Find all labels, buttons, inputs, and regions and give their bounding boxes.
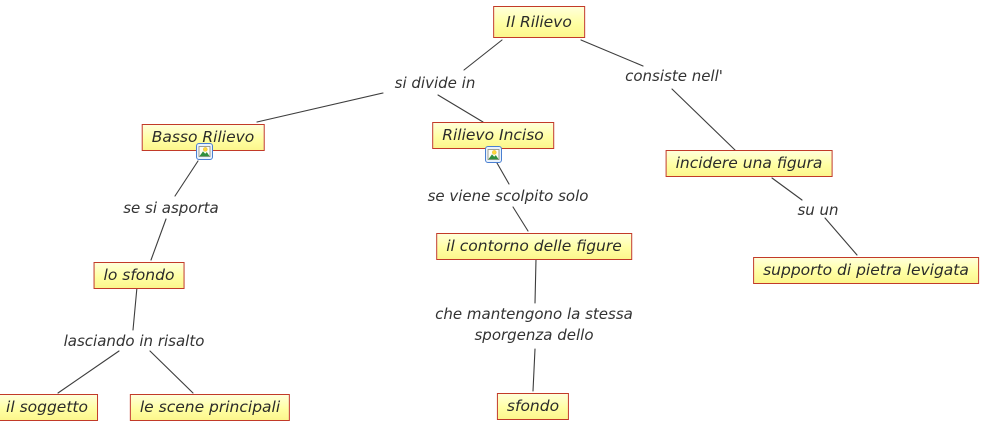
edge-line [824, 217, 858, 256]
node-le-scene-principali[interactable]: le scene principali [129, 394, 291, 421]
edge-line [149, 350, 194, 394]
node-basso-rilievo[interactable]: Basso Rilievo [141, 124, 265, 151]
edge-line [580, 39, 644, 67]
image-resource-icon-glyph [485, 146, 502, 163]
link-label-si-divide-in[interactable]: si divide in [394, 74, 476, 92]
link-label-se-si-asporta[interactable]: se si asporta [123, 199, 219, 217]
edge-line [463, 39, 503, 71]
node-incidere-una-figura[interactable]: incidere una figura [665, 150, 833, 177]
edge-line [57, 350, 120, 394]
edge-line [671, 88, 736, 151]
node-il-contorno-delle-figure[interactable]: il contorno delle figure [436, 233, 632, 260]
node-lo-sfondo[interactable]: lo sfondo [93, 262, 185, 289]
node-rilievo-inciso[interactable]: Rilievo Inciso [432, 122, 554, 149]
node-sfondo[interactable]: sfondo [496, 393, 570, 420]
edge-line [256, 92, 384, 123]
edge-line [132, 286, 138, 331]
edge-line [150, 218, 167, 261]
edge-line [437, 94, 484, 123]
image-resource-icon[interactable] [485, 146, 502, 163]
link-label-lasciando-in-risalto[interactable]: lasciando in risalto [63, 332, 205, 350]
image-resource-icon[interactable] [196, 143, 213, 160]
edge-line [174, 160, 199, 197]
edge-line [771, 177, 803, 201]
node-il-rilievo[interactable]: Il Rilievo [493, 6, 585, 38]
link-label-su-un[interactable]: su un [797, 201, 839, 219]
node-supporto-di-pietra-levigata[interactable]: supporto di pietra levigata [753, 257, 979, 284]
edge-line [532, 348, 536, 392]
edge-line [534, 258, 537, 304]
link-label-se-viene-scolpito-solo[interactable]: se viene scolpito solo [427, 187, 589, 205]
edge-line [496, 162, 510, 185]
node-il-soggetto[interactable]: il soggetto [0, 394, 98, 421]
edge-line [512, 206, 529, 232]
link-label-che-mantengono[interactable]: che mantengono la stessa sporgenza dello [435, 305, 633, 344]
image-resource-icon-glyph [196, 143, 213, 160]
link-label-consiste-nell[interactable]: consiste nell' [625, 67, 723, 85]
